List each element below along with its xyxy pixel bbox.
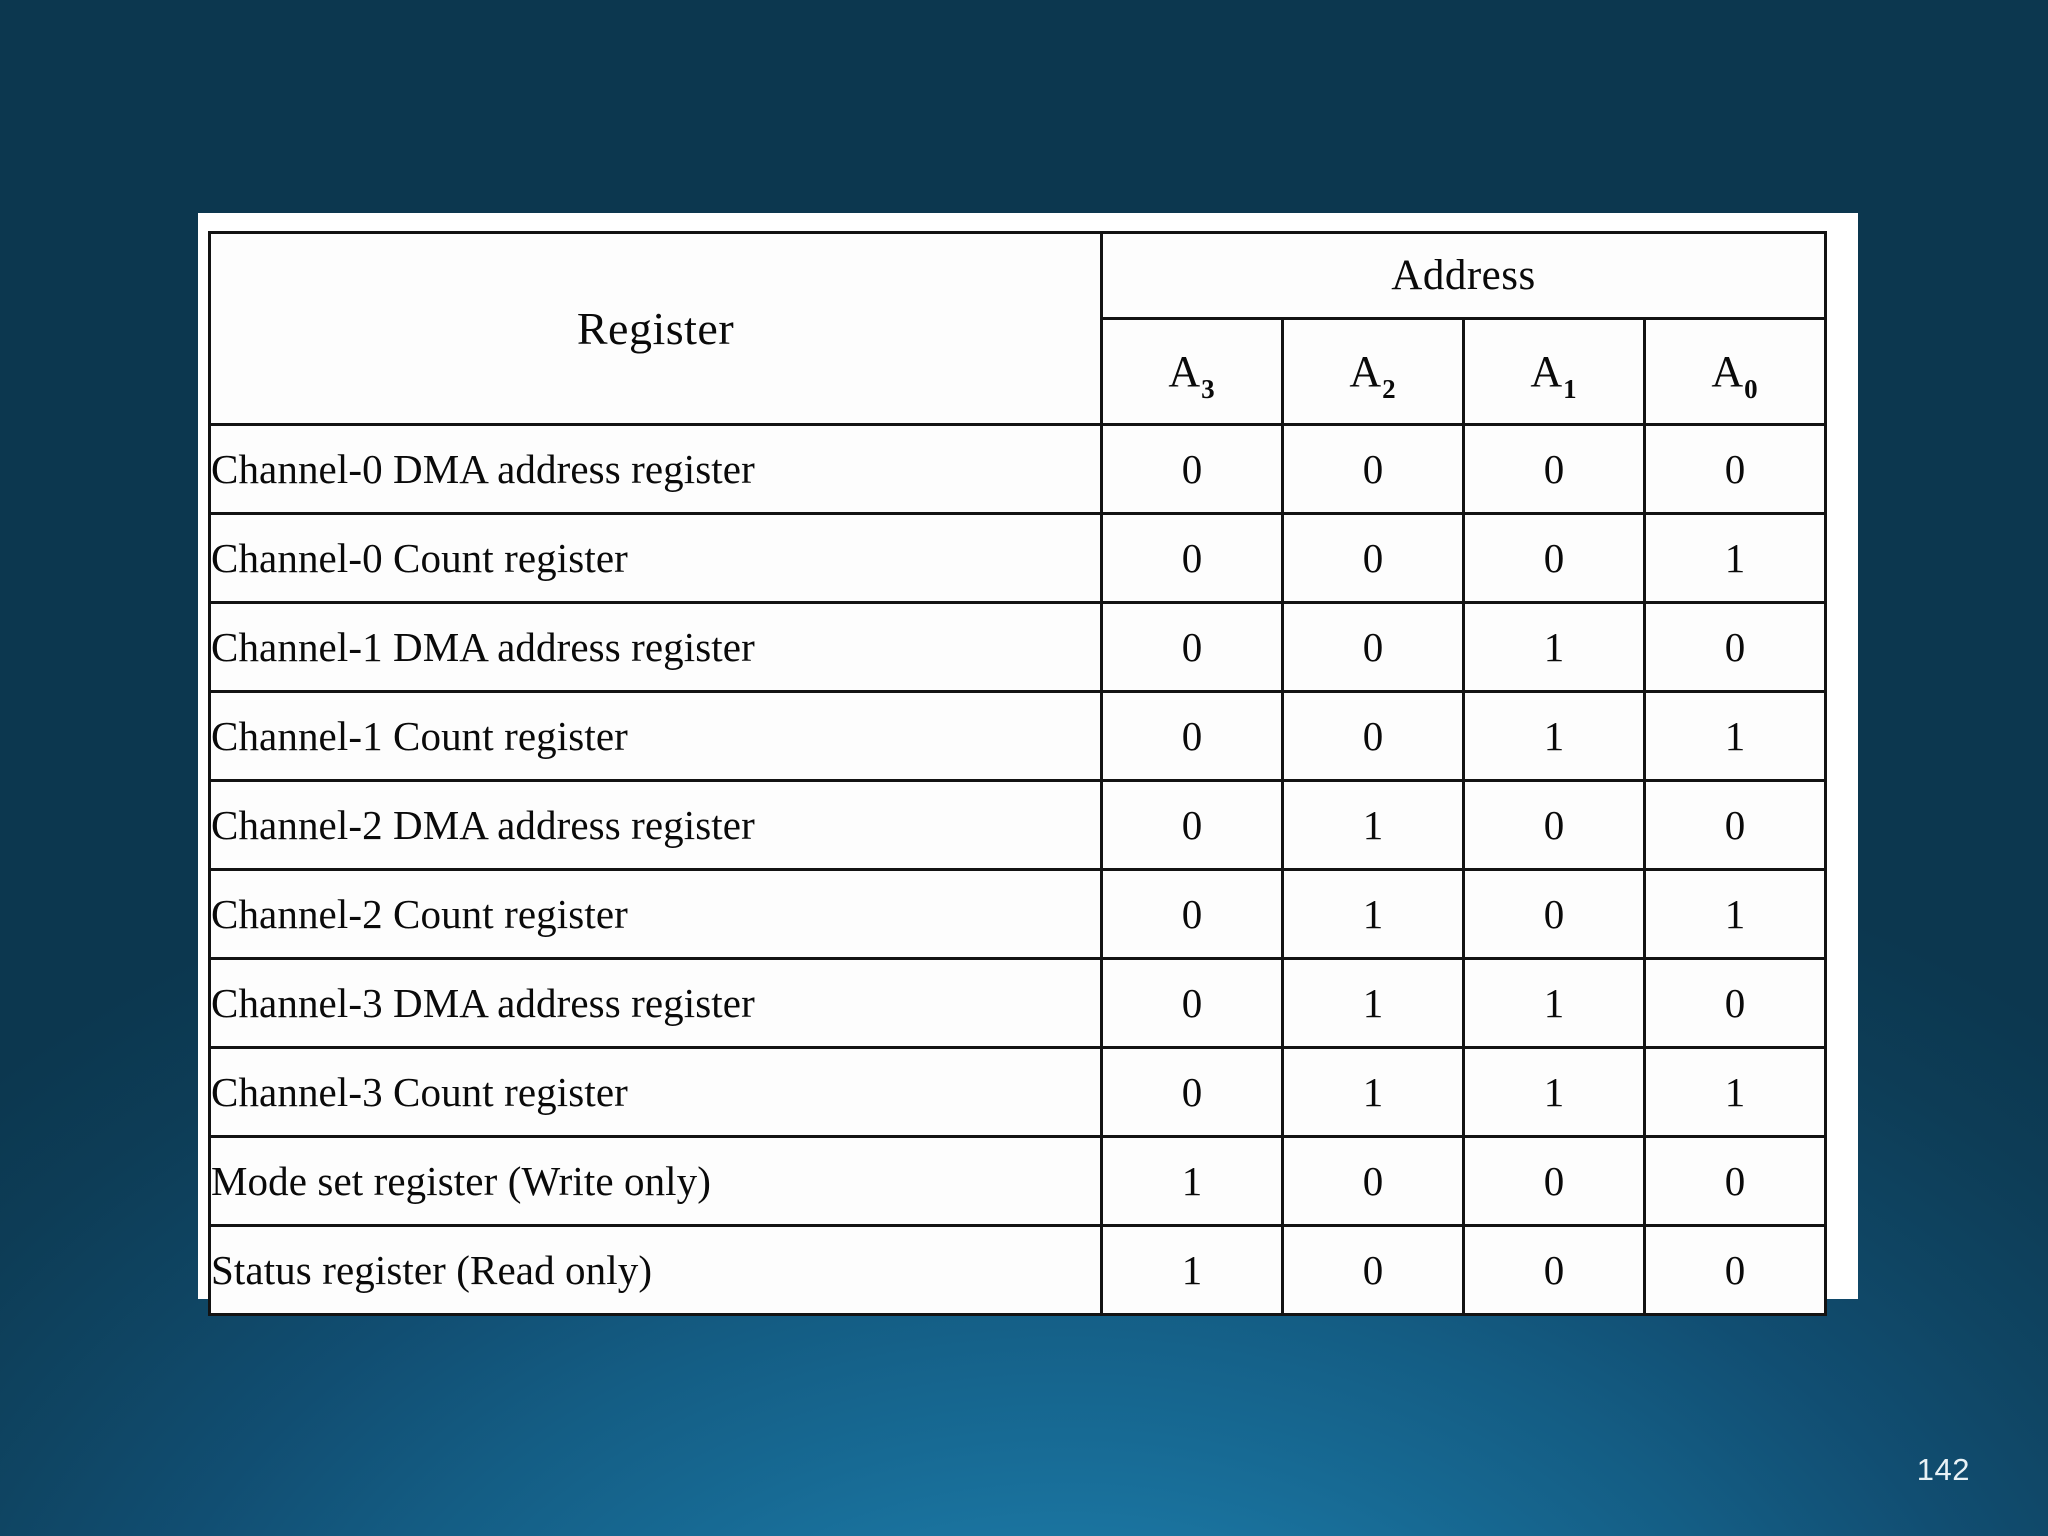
bit-value-a0: 1 [1643,690,1827,782]
column-header-address: Address [1100,231,1827,320]
header-row-top: Register Address [208,231,1827,426]
column-header-register: Register [208,231,1103,426]
table-row: Channel-0 Count register 0 0 0 1 [208,512,1827,604]
bit-value-a1: 0 [1462,423,1646,515]
register-name-cell: Channel-0 Count register [208,512,1103,604]
bit-base-a0: A [1711,347,1744,396]
table-row: Channel-1 DMA address register 0 0 1 0 [208,601,1827,693]
bit-value-a0: 0 [1643,1224,1827,1316]
bit-label-a3: A3 [1168,346,1215,404]
bit-value-a0: 0 [1643,601,1827,693]
register-name-cell: Status register (Read only) [208,1224,1103,1316]
bit-value-a2: 1 [1281,779,1465,871]
bit-value-a2: 1 [1281,1046,1465,1138]
bit-label-a1: A1 [1530,346,1577,404]
bit-subscript-a1: 1 [1563,374,1577,404]
dma-register-address-table: Register Address A3 A2 A1 A0 [208,231,1827,1316]
bit-value-a3: 0 [1100,868,1284,960]
table-row: Channel-2 Count register 0 1 0 1 [208,868,1827,960]
bit-value-a1: 0 [1462,1224,1646,1316]
table-row: Channel-3 Count register 0 1 1 1 [208,1046,1827,1138]
bit-label-a0: A0 [1711,346,1758,404]
header-row-bits: A3 A2 A1 A0 [210,317,1827,426]
register-name-cell: Channel-3 Count register [208,1046,1103,1138]
bit-value-a2: 0 [1281,512,1465,604]
bit-value-a3: 0 [1100,1046,1284,1138]
bit-label-a2: A2 [1349,346,1396,404]
bit-base-a2: A [1349,347,1382,396]
table-row: Channel-0 DMA address register 0 0 0 0 [208,423,1827,515]
bit-value-a1: 0 [1462,512,1646,604]
register-name-cell: Channel-1 Count register [208,690,1103,782]
bit-value-a0: 1 [1643,1046,1827,1138]
bit-value-a1: 1 [1462,1046,1646,1138]
register-name-cell: Channel-1 DMA address register [208,601,1103,693]
bit-base-a1: A [1530,347,1563,396]
bit-value-a0: 0 [1643,957,1827,1049]
table-row: Status register (Read only) 1 0 0 0 [208,1224,1827,1316]
bit-base-a3: A [1168,347,1201,396]
bit-value-a3: 1 [1100,1135,1284,1227]
register-name-cell: Channel-0 DMA address register [208,423,1103,515]
column-header-a0: A0 [1643,317,1827,426]
bit-value-a3: 0 [1100,957,1284,1049]
table-row: Channel-1 Count register 0 0 1 1 [208,690,1827,782]
bit-value-a1: 1 [1462,957,1646,1049]
bit-value-a3: 0 [1100,512,1284,604]
bit-subscript-a2: 2 [1382,374,1396,404]
table-header: Register Address A3 A2 A1 A0 [208,231,1827,426]
bit-value-a1: 0 [1462,1135,1646,1227]
register-name-cell: Mode set register (Write only) [208,1135,1103,1227]
column-header-a3: A3 [1100,317,1284,426]
register-name-cell: Channel-2 Count register [208,868,1103,960]
register-name-cell: Channel-2 DMA address register [208,779,1103,871]
bit-value-a3: 0 [1100,423,1284,515]
column-header-a1: A1 [1462,317,1646,426]
scanned-image-frame: Register Address A3 A2 A1 A0 [198,213,1858,1316]
bit-value-a1: 1 [1462,601,1646,693]
bit-subscript-a0: 0 [1744,374,1758,404]
bit-value-a1: 0 [1462,868,1646,960]
bit-value-a0: 0 [1643,423,1827,515]
bit-value-a2: 0 [1281,690,1465,782]
bit-value-a2: 0 [1281,1135,1465,1227]
bit-value-a0: 0 [1643,779,1827,871]
bit-value-a3: 1 [1100,1224,1284,1316]
bit-value-a0: 1 [1643,868,1827,960]
bit-value-a1: 1 [1462,690,1646,782]
table-row: Mode set register (Write only) 1 0 0 0 [208,1135,1827,1227]
bit-value-a3: 0 [1100,690,1284,782]
register-name-cell: Channel-3 DMA address register [208,957,1103,1049]
bit-value-a2: 0 [1281,423,1465,515]
bit-value-a2: 0 [1281,1224,1465,1316]
column-header-a2: A2 [1281,317,1465,426]
bit-value-a2: 0 [1281,601,1465,693]
slide-page-number: 142 [1916,1452,1970,1487]
bit-subscript-a3: 3 [1201,374,1215,404]
bit-value-a2: 1 [1281,957,1465,1049]
bit-value-a0: 0 [1643,1135,1827,1227]
bit-value-a1: 0 [1462,779,1646,871]
bit-value-a3: 0 [1100,779,1284,871]
bit-value-a2: 1 [1281,868,1465,960]
table-body: Channel-0 DMA address register 0 0 0 0 C… [208,423,1827,1316]
bit-value-a3: 0 [1100,601,1284,693]
table-row: Channel-2 DMA address register 0 1 0 0 [208,779,1827,871]
bit-value-a0: 1 [1643,512,1827,604]
table-row: Channel-3 DMA address register 0 1 1 0 [208,957,1827,1049]
